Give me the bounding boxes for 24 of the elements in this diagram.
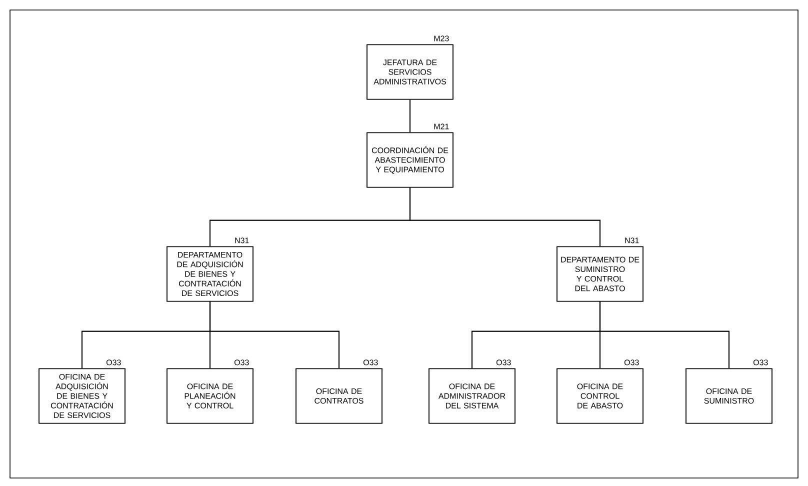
org-box: COORDINACIÓN DE ABASTECIMIENTO Y EQUIPAMIENTO	[366, 132, 454, 188]
org-box: DEPARTAMENTO DE ADQUISICIÓN DE BIENES Y CONTRATACIÓN DE SERVICIOS	[166, 246, 254, 302]
connector-line	[209, 302, 340, 368]
org-box: OFICINA DE SUMINISTRO	[686, 368, 772, 424]
position-code: O33	[753, 360, 768, 366]
org-box: OFICINA DE CONTRATOS	[296, 368, 382, 424]
org-box: OFICINA DE PLANEACIÓN Y CONTROL	[166, 368, 254, 424]
org-box: OFICINA DE ADQUISICIÓN DE BIENES Y CONTRATACIÓN DE SERVICIOS	[38, 368, 126, 424]
position-code: N31	[625, 238, 639, 244]
position-code: N31	[235, 238, 249, 244]
position-code: M23	[434, 36, 449, 42]
org-box: DEPARTAMENTO DE SUMINISTRO Y CONTROL DEL ABASTO	[556, 246, 644, 302]
org-box: JEFATURA DE SERVICIOS ADMINISTRATIVOS	[366, 44, 454, 100]
position-code: O33	[106, 360, 121, 366]
connector-line	[409, 100, 411, 132]
position-code: O33	[496, 360, 511, 366]
org-box: OFICINA DE CONTROL DE ABASTO	[556, 368, 644, 424]
org-box: OFICINA DE ADMINISTRADOR DEL SISTEMA	[428, 368, 516, 424]
position-code: M21	[434, 124, 449, 130]
position-code: O33	[624, 360, 639, 366]
position-code: O33	[363, 360, 378, 366]
connector-line	[409, 188, 601, 246]
connector-line	[599, 302, 730, 368]
position-code: O33	[234, 360, 249, 366]
